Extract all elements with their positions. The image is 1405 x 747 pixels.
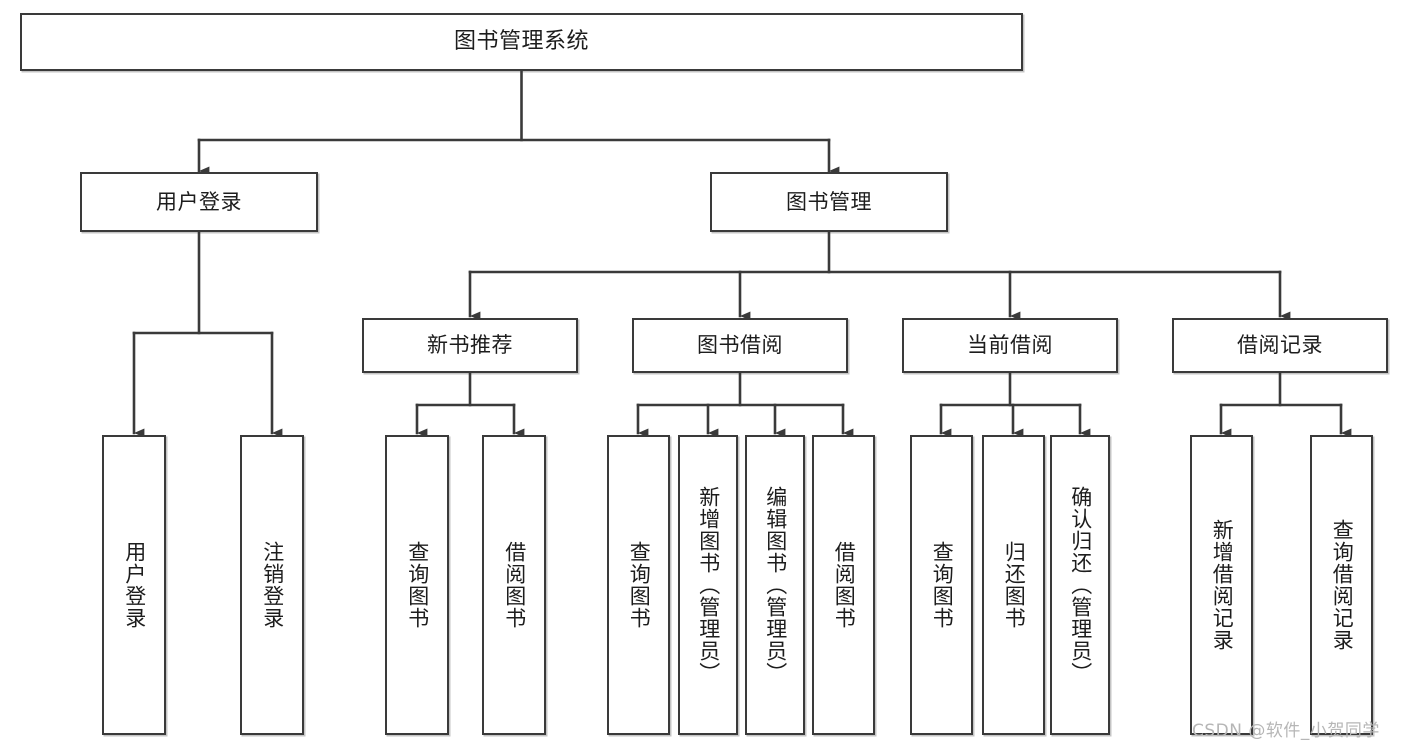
node-label: 新书推荐: [427, 333, 513, 358]
node-label: 用户登录: [122, 541, 147, 629]
node-book-management[interactable]: 图书管理: [710, 172, 948, 232]
leaf-add-book-admin[interactable]: 新增图书（管理员）: [678, 435, 738, 735]
leaf-query-borrow-record[interactable]: 查询借阅记录: [1310, 435, 1373, 735]
node-root-system[interactable]: 图书管理系统: [20, 13, 1023, 71]
node-label: 确认归还（管理员）: [1068, 486, 1093, 684]
node-label: 查询图书: [627, 541, 652, 629]
node-label: 新增借阅记录: [1210, 519, 1235, 651]
node-label: 图书管理: [786, 189, 872, 214]
node-label: 查询图书: [405, 541, 430, 629]
node-label: 当前借阅: [967, 333, 1053, 358]
node-label: 借阅记录: [1237, 333, 1323, 358]
node-label: 注销登录: [260, 541, 285, 629]
node-new-book-recommend[interactable]: 新书推荐: [362, 318, 578, 373]
node-label: 用户登录: [156, 189, 242, 214]
csdn-watermark: CSDN @软件_小贺同学: [1192, 721, 1380, 741]
leaf-return-book[interactable]: 归还图书: [982, 435, 1045, 735]
node-label: 新增图书（管理员）: [696, 486, 721, 684]
leaf-edit-book-admin[interactable]: 编辑图书（管理员）: [745, 435, 805, 735]
node-label: 归还图书: [1002, 541, 1027, 629]
leaf-borrow-book[interactable]: 借阅图书: [812, 435, 875, 735]
node-label: 借阅图书: [502, 541, 527, 629]
node-borrow-record[interactable]: 借阅记录: [1172, 318, 1388, 373]
node-label: 图书管理系统: [453, 29, 589, 55]
node-label: 借阅图书: [832, 541, 857, 629]
leaf-user-login[interactable]: 用户登录: [102, 435, 166, 735]
node-label: 查询借阅记录: [1330, 519, 1355, 651]
leaf-logout[interactable]: 注销登录: [240, 435, 304, 735]
node-label: 查询图书: [930, 541, 955, 629]
leaf-query-book-recommend[interactable]: 查询图书: [385, 435, 449, 735]
node-label: 编辑图书（管理员）: [763, 486, 788, 684]
node-current-borrow[interactable]: 当前借阅: [902, 318, 1118, 373]
node-label: 图书借阅: [697, 333, 783, 358]
leaf-query-book[interactable]: 查询图书: [607, 435, 670, 735]
leaf-query-book-current[interactable]: 查询图书: [910, 435, 973, 735]
leaf-borrow-book-recommend[interactable]: 借阅图书: [482, 435, 546, 735]
node-book-borrow[interactable]: 图书借阅: [632, 318, 848, 373]
leaf-add-borrow-record[interactable]: 新增借阅记录: [1190, 435, 1253, 735]
node-user-login[interactable]: 用户登录: [80, 172, 318, 232]
leaf-confirm-return-admin[interactable]: 确认归还（管理员）: [1050, 435, 1110, 735]
